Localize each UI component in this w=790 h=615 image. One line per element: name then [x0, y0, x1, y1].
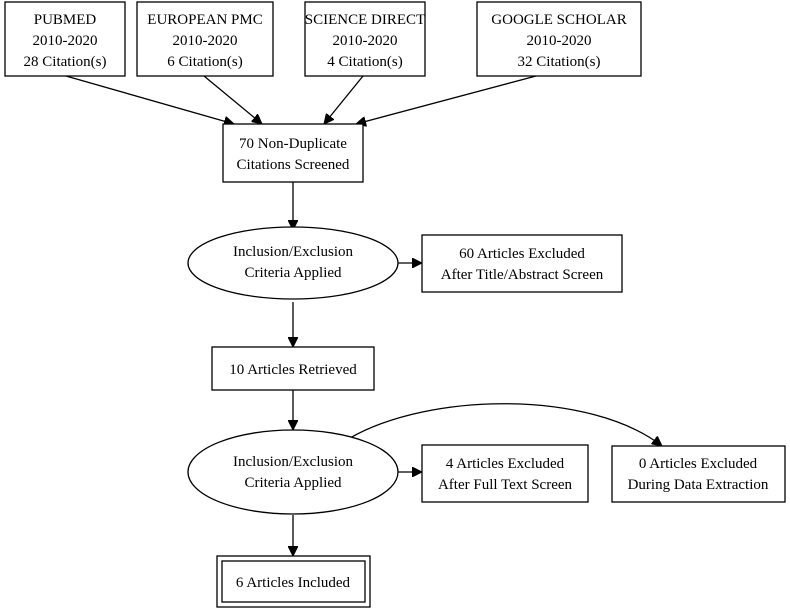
included-label: 6 Articles Included	[236, 575, 351, 591]
source-box-european-pmc-frame	[136, 1, 274, 77]
source-name: SCIENCE DIRECT	[305, 12, 425, 28]
edge-sciencedirect-to-screened	[324, 75, 364, 124]
source-box-science-direct: SCIENCE DIRECT 2010-2020 4 Citation(s)	[304, 1, 426, 77]
source-name: EUROPEAN PMC	[147, 12, 262, 28]
included-box-inner-frame	[221, 560, 366, 603]
screened-line2: Citations Screened	[237, 157, 350, 173]
criteria1-line2: Criteria Applied	[244, 265, 342, 281]
excluded3-box: 0 Articles Excluded During Data Extracti…	[611, 445, 786, 503]
source-years: 2010-2020	[333, 33, 398, 49]
retrieved-label: 10 Articles Retrieved	[229, 362, 357, 378]
excluded1-line2: After Title/Abstract Screen	[441, 267, 604, 283]
source-box-pubmed-frame	[4, 1, 126, 77]
edges	[65, 75, 662, 556]
edge-pubmed-to-screened	[65, 75, 234, 124]
source-citations: 6 Citation(s)	[167, 54, 242, 70]
excluded2-box-frame	[421, 444, 589, 503]
excluded3-line1: 0 Articles Excluded	[639, 456, 758, 472]
excluded1-line1: 60 Articles Excluded	[459, 246, 585, 262]
criteria2-ellipse-shape	[187, 429, 399, 515]
included-box: 6 Articles Included	[216, 555, 371, 608]
screened-box-frame	[222, 123, 364, 183]
source-citations: 28 Citation(s)	[24, 54, 107, 70]
excluded3-line2: During Data Extraction	[628, 477, 769, 493]
edge-googlescholar-to-screened	[356, 75, 537, 124]
excluded2-line2: After Full Text Screen	[438, 477, 573, 493]
criteria1-ellipse-shape	[187, 226, 399, 300]
excluded2-line1: 4 Articles Excluded	[446, 456, 565, 472]
criteria2-ellipse: Inclusion/Exclusion Criteria Applied	[187, 429, 399, 515]
source-name: GOOGLE SCHOLAR	[491, 12, 626, 28]
source-box-google-scholar-frame	[476, 1, 642, 77]
source-box-pubmed: PUBMED 2010-2020 28 Citation(s)	[4, 1, 126, 77]
excluded1-box-frame	[421, 234, 623, 293]
source-years: 2010-2020	[33, 33, 98, 49]
criteria2-line1: Inclusion/Exclusion	[233, 454, 353, 470]
edge-europeanpmc-to-screened	[203, 75, 262, 124]
excluded1-box: 60 Articles Excluded After Title/Abstrac…	[421, 234, 623, 293]
excluded3-box-frame	[611, 445, 786, 503]
retrieved-box-frame	[211, 346, 375, 391]
edge-criteria2-to-excluded3	[349, 403, 662, 446]
source-box-european-pmc: EUROPEAN PMC 2010-2020 6 Citation(s)	[136, 1, 274, 77]
source-citations: 32 Citation(s)	[518, 54, 601, 70]
criteria1-line1: Inclusion/Exclusion	[233, 244, 353, 260]
retrieved-box: 10 Articles Retrieved	[211, 346, 375, 391]
source-box-science-direct-frame	[304, 1, 426, 77]
source-name: PUBMED	[34, 12, 97, 28]
screened-box: 70 Non-Duplicate Citations Screened	[222, 123, 364, 183]
source-citations: 4 Citation(s)	[327, 54, 402, 70]
criteria2-line2: Criteria Applied	[244, 475, 342, 491]
source-box-google-scholar: GOOGLE SCHOLAR 2010-2020 32 Citation(s)	[476, 1, 642, 77]
criteria1-ellipse: Inclusion/Exclusion Criteria Applied	[187, 226, 399, 300]
source-years: 2010-2020	[527, 33, 592, 49]
excluded2-box: 4 Articles Excluded After Full Text Scre…	[421, 444, 589, 503]
screened-line1: 70 Non-Duplicate	[239, 136, 347, 152]
source-years: 2010-2020	[173, 33, 238, 49]
